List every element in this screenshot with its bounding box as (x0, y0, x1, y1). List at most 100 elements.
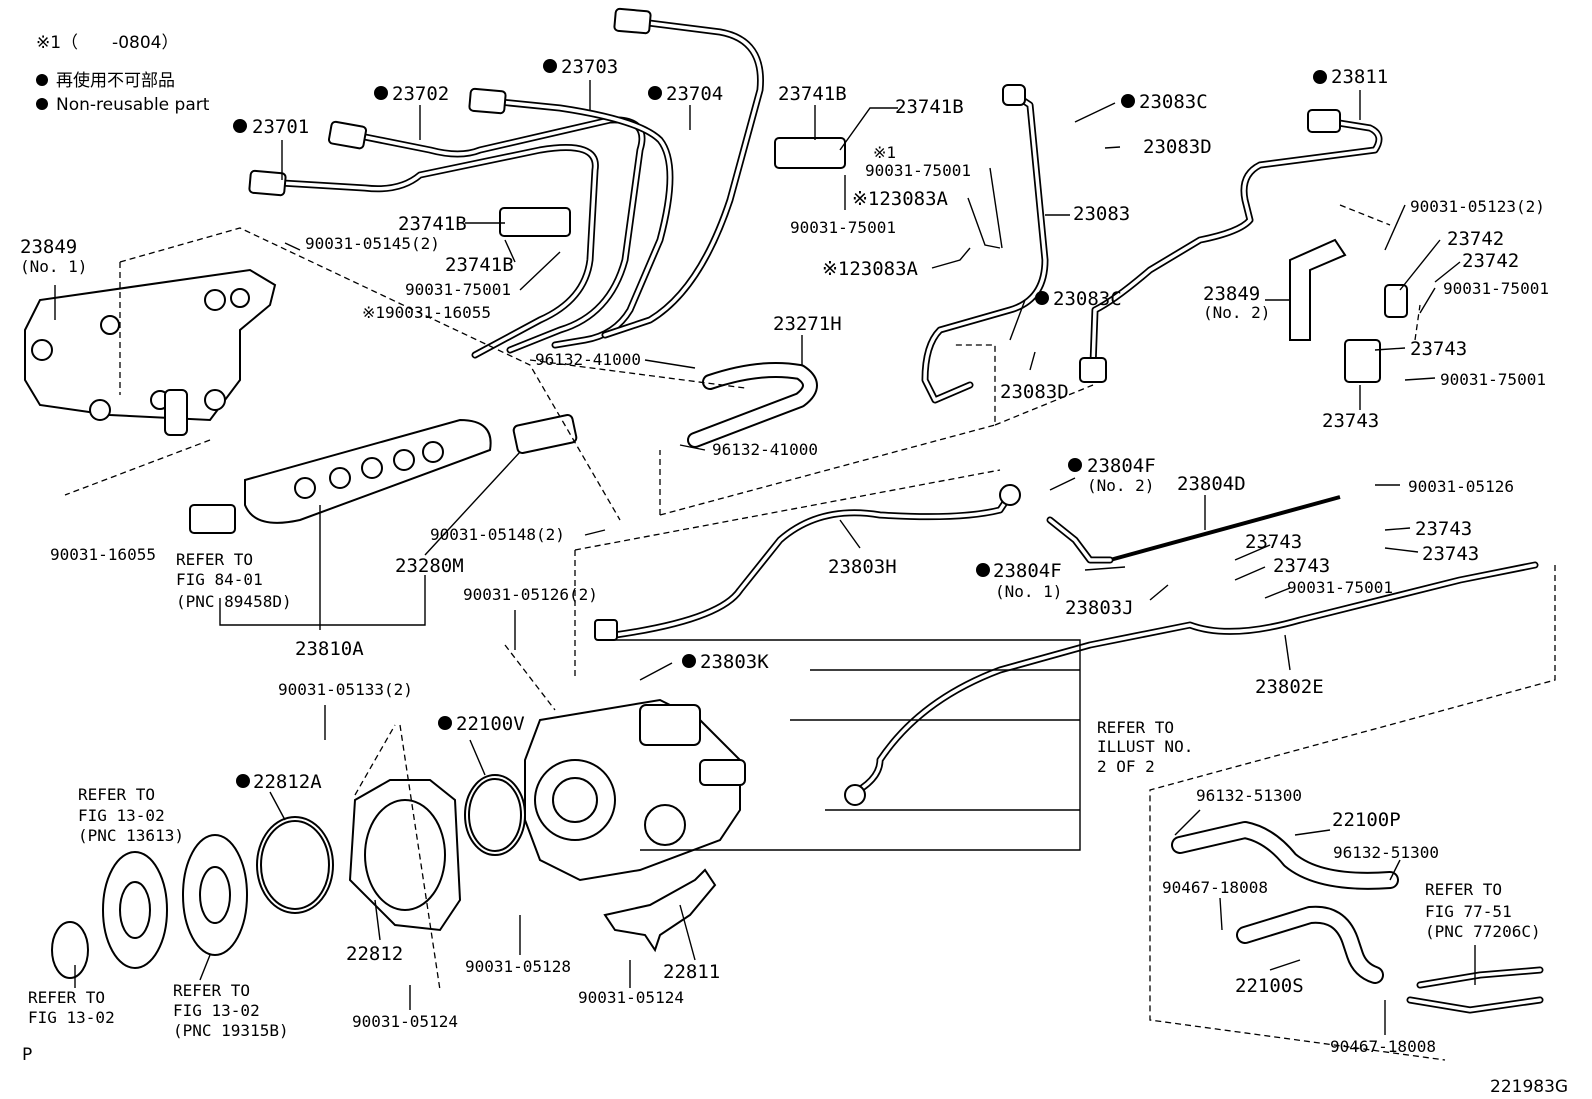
label-23701: 23701 (252, 116, 309, 138)
label-23741B: 23741B (895, 96, 964, 118)
refer-fig-84-01-line1: REFER TO (176, 550, 253, 569)
label-22100S: 22100S (1235, 975, 1304, 997)
label-23083C: 23083C (1139, 91, 1208, 113)
label-90031-05128: 90031-05128 (465, 957, 571, 976)
pipe-23804D-drawing (1046, 495, 1341, 564)
common-rail-drawing (189, 413, 578, 534)
label-23742: 23742 (1462, 250, 1519, 272)
label-96132-41000: 96132-41000 (712, 440, 818, 459)
label-90031-05133: 90031-05133(2) (278, 680, 413, 699)
label-23702: 23702 (392, 83, 449, 105)
label-22812: 22812 (346, 943, 403, 965)
refer-illust-line3: 2 OF 2 (1097, 757, 1155, 776)
label-23802E: 23802E (1255, 676, 1324, 698)
label-23743: 23743 (1410, 338, 1467, 360)
refer-illust-line1: REFER TO (1097, 718, 1174, 737)
label-23704: 23704 (666, 83, 723, 105)
refer-fig-13-02-a-line2: FIG 13-02 (78, 806, 165, 825)
label-96132-41000: 96132-41000 (535, 350, 641, 369)
label-22812A: 22812A (253, 771, 322, 793)
label-90031-05124: 90031-05124 (352, 1012, 458, 1031)
label-23743: 23743 (1273, 555, 1330, 577)
page-mark: P (22, 1045, 32, 1065)
non-reusable-dot-icon (233, 119, 247, 133)
label-23083A: ※123083A (852, 188, 949, 210)
hoses-22100-drawing (1171, 821, 1544, 1014)
part-labels: 23701 23702 23703 23704 23741B 23741B 23… (20, 56, 1549, 1056)
non-reusable-dot-icon (543, 59, 557, 73)
refer-fig-13-02-c-line2: FIG 13-02 (173, 1001, 260, 1020)
refer-fig-77-51-line2: FIG 77-51 (1425, 902, 1512, 921)
refer-fig-13-02-c-line1: REFER TO (173, 981, 250, 1000)
label-23804F-sub: (No. 2) (1087, 476, 1154, 495)
label-23743: 23743 (1422, 543, 1479, 565)
refer-fig-84-01-line3: (PNC 89458D) (176, 592, 292, 611)
hose-23271H-drawing (687, 361, 818, 448)
label-90031-75001: 90031-75001 (1443, 279, 1549, 298)
refer-fig-77-51-line3: (PNC 77206C) (1425, 922, 1541, 941)
label-23804F: 23804F (993, 560, 1062, 582)
label-90031-16055: ※190031-16055 (362, 303, 491, 322)
label-90031-05148: 90031-05148(2) (430, 525, 565, 544)
label-23742: 23742 (1447, 228, 1504, 250)
label-90467-18008: 90467-18008 (1162, 878, 1268, 897)
non-reusable-dot-icon (36, 74, 48, 86)
guide-lines (64, 204, 1556, 1061)
label-22100V: 22100V (456, 713, 525, 735)
label-23741B: 23741B (445, 254, 514, 276)
label-90031-05126: 90031-05126(2) (463, 585, 598, 604)
label-22811: 22811 (663, 961, 720, 983)
label-23849: 23849 (20, 236, 77, 258)
label-23849: 23849 (1203, 283, 1260, 305)
refer-fig-13-02-b-line1: REFER TO (28, 988, 105, 1007)
label-90031-05124: 90031-05124 (578, 988, 684, 1007)
label-23083C: 23083C (1053, 288, 1122, 310)
refer-fig-13-02-a-line1: REFER TO (78, 785, 155, 804)
pipe-23811-drawing (1079, 109, 1383, 383)
non-reusable-dot-icon (682, 654, 696, 668)
non-reusable-dot-icon (374, 86, 388, 100)
label-23741B: 23741B (778, 83, 847, 105)
label-90031-75001: 90031-75001 (1287, 578, 1393, 597)
bracket-23849-no1-drawing (24, 268, 277, 436)
non-reusable-dot-icon (976, 563, 990, 577)
refer-fig-84-01-line2: FIG 84-01 (176, 570, 263, 589)
label-23743: 23743 (1415, 518, 1472, 540)
gaskets-drawing (256, 774, 526, 932)
label-23271H: 23271H (773, 313, 842, 335)
legend-jp: 再使用不可部品 (56, 70, 175, 91)
non-reusable-markers (233, 59, 1327, 788)
label-23803K: 23803K (700, 651, 769, 673)
non-reusable-dot-icon (1313, 70, 1327, 84)
label-23741B: 23741B (398, 213, 467, 235)
label-23810A: 23810A (295, 638, 364, 660)
injection-pipes-drawing (248, 7, 846, 359)
bracket-23849-no2-drawing (1289, 238, 1408, 383)
stay-22811-drawing (603, 868, 717, 953)
refer-fig-77-51-line1: REFER TO (1425, 880, 1502, 899)
non-reusable-dot-icon (36, 98, 48, 110)
label-96132-51300: 96132-51300 (1333, 843, 1439, 862)
pipe-23083-drawing (921, 84, 1049, 404)
refer-illust-line2: ILLUST NO. (1097, 737, 1193, 756)
non-reusable-dot-icon (1035, 291, 1049, 305)
label-90031-05123: 90031-05123(2) (1410, 197, 1545, 216)
label-23811: 23811 (1331, 66, 1388, 88)
note-1-mark: ※1 (873, 143, 896, 162)
non-reusable-dot-icon (648, 86, 662, 100)
label-90031-75001: 90031-75001 (790, 218, 896, 237)
label-23804D: 23804D (1177, 473, 1246, 495)
label-90031-75001: 90031-75001 (1440, 370, 1546, 389)
legend-en: Non-reusable part (56, 95, 210, 115)
pipe-23802E-drawing (844, 561, 1539, 806)
label-23703: 23703 (561, 56, 618, 78)
supply-pump-drawing (524, 619, 746, 882)
label-23849-sub: (No. 2) (1203, 303, 1270, 322)
label-23804F-sub: (No. 1) (995, 582, 1062, 601)
label-23803H: 23803H (828, 556, 897, 578)
non-reusable-dot-icon (236, 774, 250, 788)
non-reusable-dot-icon (1068, 458, 1082, 472)
non-reusable-dot-icon (438, 716, 452, 730)
label-90031-75001: 90031-75001 (405, 280, 511, 299)
